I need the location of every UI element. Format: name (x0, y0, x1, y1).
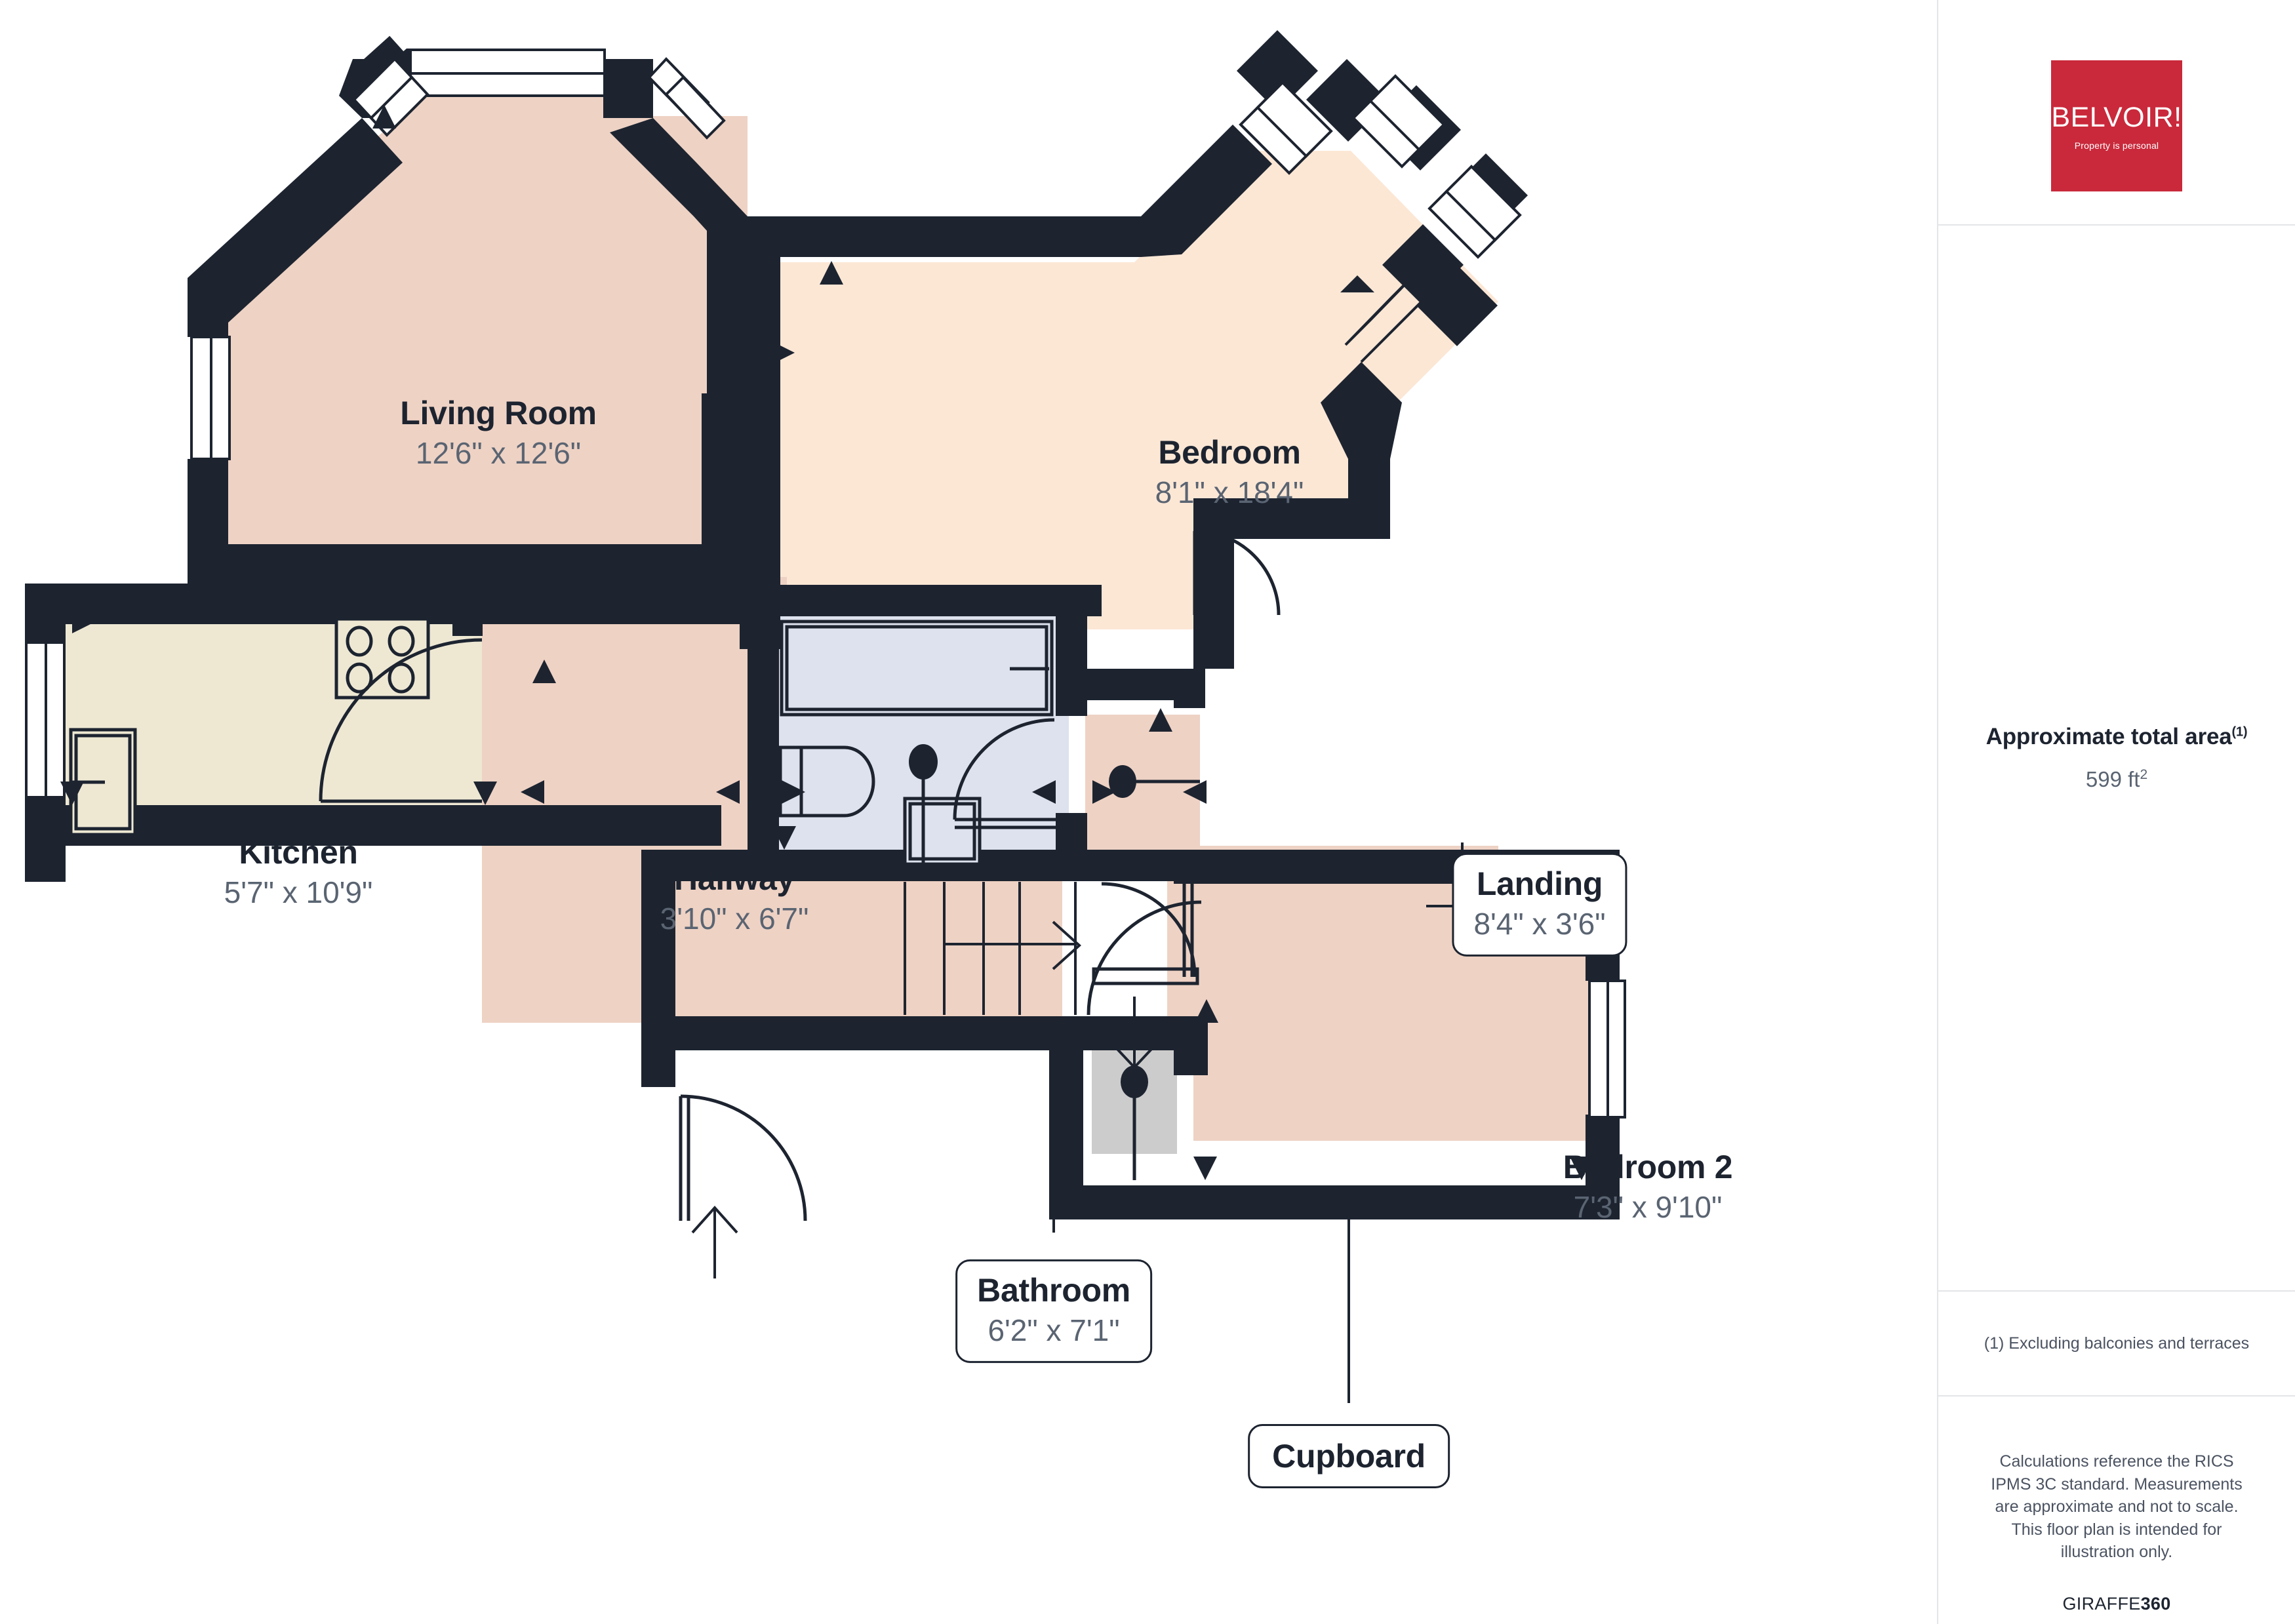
sink (903, 797, 982, 866)
info-sidebar: BELVOIR! Property is personal Approximat… (1937, 0, 2295, 1624)
brand-suffix: 360 (2140, 1593, 2171, 1614)
bedroom-door (1193, 529, 1281, 616)
callout-cupboard: Cupboard (1248, 1424, 1450, 1488)
bathroom-fixtures (778, 620, 1058, 866)
bathroom-walls (748, 585, 1102, 881)
callout-bathroom: Bathroom 6'2" x 7'1" (955, 1259, 1152, 1364)
total-area-label: Approximate total area(1) (1986, 724, 2248, 750)
total-area-unit-exponent: 2 (2140, 767, 2148, 782)
total-area-section: Approximate total area(1) 599 ft2 (1938, 226, 2295, 1292)
footnote-text: (1) Excluding balconies and terraces (1984, 1334, 2250, 1353)
cupboard-detail (1087, 900, 1202, 1180)
toilet (778, 745, 875, 818)
callout-landing: Landing 8'4" x 3'6" (1452, 852, 1627, 957)
entry-door (679, 1094, 807, 1278)
total-area-value: 599 ft2 (2086, 767, 2147, 792)
logo-wordmark: BELVOIR! (2051, 101, 2182, 133)
disclaimer-text: Calculations reference the RICS IPMS 3C … (1991, 1452, 2243, 1561)
giraffe360-brand: GIRAFFE360 (2062, 1594, 2170, 1614)
staircase (904, 882, 1081, 1015)
brand-prefix: GIRAFFE (2062, 1593, 2141, 1614)
room-dims-landing: 8'4" x 3'6" (1473, 906, 1606, 941)
total-area-superscript: (1) (2231, 724, 2248, 740)
bedroom2-window (1588, 980, 1626, 1119)
room-name-bathroom: Bathroom (977, 1271, 1130, 1309)
bathtub (780, 620, 1054, 717)
footnote-section: (1) Excluding balconies and terraces (1938, 1292, 2295, 1396)
room-name-landing: Landing (1476, 865, 1603, 902)
bedroom-walls (702, 30, 1528, 669)
room-dims-bathroom: 6'2" x 7'1" (988, 1313, 1120, 1347)
bedroom2-door (1092, 882, 1199, 985)
floor-plan-drawing: .wall { fill:#1d2430; } .fillLR { fill:#… (25, 30, 1626, 1403)
total-area-label-text: Approximate total area (1986, 724, 2232, 749)
belvoir-logo: BELVOIR! Property is personal (2051, 60, 2182, 191)
floor-plan-canvas: .wall { fill:#1d2430; } .fillLR { fill:#… (25, 30, 1733, 1488)
landing-marker (1109, 765, 1200, 798)
room-name-cupboard: Cupboard (1272, 1438, 1426, 1475)
bedroom-shape (757, 151, 1498, 629)
logo-section: BELVOIR! Property is personal (1938, 0, 2295, 226)
disclaimer-section: Calculations reference the RICS IPMS 3C … (1938, 1396, 2295, 1624)
bedroom-bay-window (1239, 74, 1522, 363)
kitchen-window (25, 641, 66, 799)
total-area-number: 599 ft (2085, 767, 2140, 791)
logo-tagline: Property is personal (2074, 140, 2159, 151)
